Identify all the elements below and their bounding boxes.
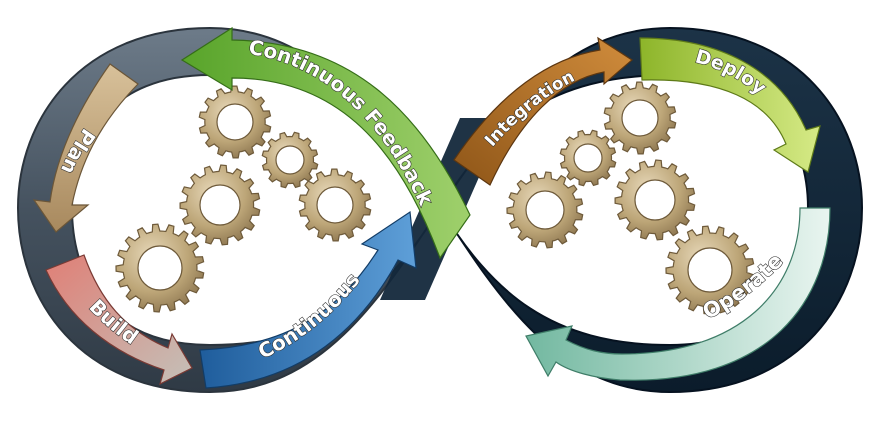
continuous-arrow: [199, 210, 417, 389]
gear-icon: [115, 223, 205, 313]
gear-icon: [298, 168, 372, 242]
gear-icon: [665, 225, 755, 315]
gear-icon: [614, 159, 696, 241]
gear-icon: [603, 81, 677, 155]
gear-icon: [559, 129, 617, 187]
integration-arrow: [453, 36, 634, 186]
gear-icon: [261, 131, 319, 189]
continuous-feedback-arrow: [180, 26, 471, 260]
infinity-band-right: [438, 26, 864, 394]
gear-icon: [198, 85, 272, 159]
build-arrow: [45, 254, 193, 386]
gear-icon: [179, 164, 261, 246]
plan-arrow: [32, 63, 139, 233]
gear-cluster: [115, 81, 755, 315]
operate-arrow: [525, 207, 831, 381]
deploy-arrow: [639, 37, 821, 173]
gear-icon: [506, 171, 584, 249]
